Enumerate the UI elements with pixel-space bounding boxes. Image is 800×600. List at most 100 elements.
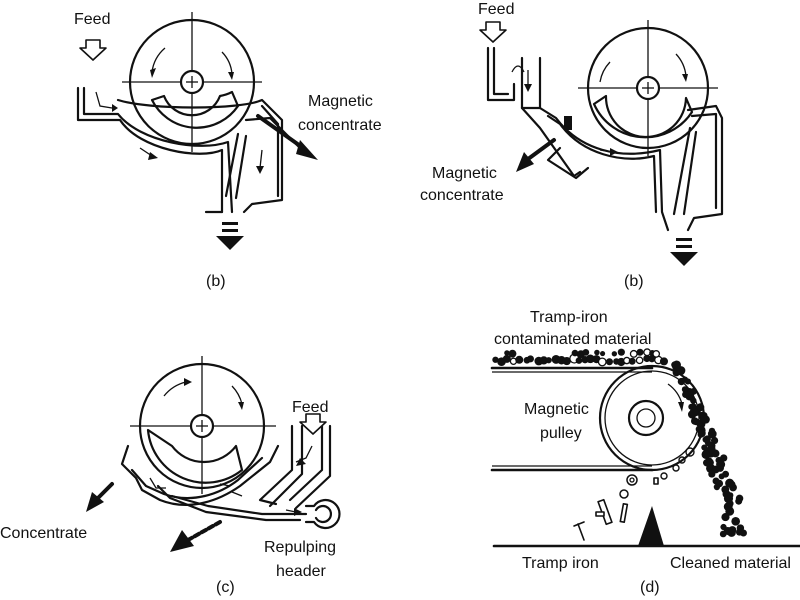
particle	[635, 356, 644, 365]
contaminated-material	[492, 348, 668, 367]
particle	[727, 492, 734, 499]
particle	[689, 407, 699, 417]
particle	[659, 357, 668, 366]
particle	[571, 349, 579, 357]
caption-top-left: (b)	[206, 273, 226, 290]
particle	[575, 357, 583, 364]
tramp-iron-pieces	[573, 447, 695, 541]
particle	[703, 435, 711, 443]
panel-bottom-right: Tramp-iron contaminated material Magneti…	[490, 309, 800, 596]
particle	[690, 397, 697, 404]
repulping-label: Repulping header	[264, 539, 341, 580]
feed-label: Feed	[292, 399, 328, 416]
particle	[629, 349, 638, 358]
particle	[690, 403, 697, 410]
concentrate-arrow	[296, 140, 318, 160]
particle	[690, 417, 699, 425]
magnet-block	[150, 90, 240, 129]
particle	[735, 494, 744, 503]
particle	[594, 349, 600, 356]
caption-top-right: (b)	[624, 273, 644, 290]
particle	[699, 414, 709, 424]
concentrate-arrow	[86, 492, 104, 512]
caption-bottom-left: (c)	[216, 579, 235, 596]
particle	[545, 357, 552, 364]
particle	[605, 358, 613, 366]
panel-top-left: Feed Magnetic concentrate (b)	[74, 11, 382, 290]
feed-arrow	[479, 21, 507, 43]
particle	[713, 483, 721, 491]
particle	[504, 350, 510, 356]
panel-bottom-left: Feed Concentrate Repulping header (c)	[0, 356, 341, 596]
particle	[582, 349, 590, 356]
tramp-iron-label: Tramp iron	[522, 555, 599, 572]
particle	[728, 526, 737, 535]
feed-channel	[258, 424, 294, 506]
pulley-label: Magnetic pulley	[524, 401, 593, 442]
particle	[600, 350, 606, 357]
particle	[508, 349, 517, 358]
splitter-wedge	[638, 506, 664, 546]
tailings-arrow	[670, 252, 698, 266]
particle	[597, 357, 607, 367]
particle	[710, 436, 719, 445]
particle	[539, 356, 548, 365]
particle	[611, 351, 618, 357]
particle	[697, 429, 706, 438]
particle	[721, 512, 730, 522]
cleaned-material-stream	[671, 360, 747, 538]
particle	[725, 478, 735, 488]
particle	[526, 355, 534, 363]
particle	[684, 378, 691, 385]
feed-box	[486, 46, 516, 102]
particle	[648, 355, 656, 363]
particle	[682, 390, 690, 399]
rotation-arrow	[151, 47, 166, 73]
particle	[617, 348, 625, 356]
particle	[708, 427, 716, 435]
panel-top-right: Feed Magnetic concentrate (b)	[420, 1, 724, 290]
pulley-hub	[627, 399, 665, 437]
caption-bottom-right: (d)	[640, 579, 660, 596]
feed-label: Feed	[478, 1, 514, 18]
magnet-block	[592, 94, 694, 139]
particle	[672, 360, 681, 370]
particle	[701, 450, 711, 459]
particle	[492, 356, 499, 363]
particle	[701, 444, 708, 451]
particle	[696, 403, 705, 412]
magnet-block	[146, 428, 244, 484]
particle	[739, 529, 747, 537]
particle	[702, 459, 711, 467]
feed-arrow	[299, 413, 327, 435]
particle	[628, 357, 636, 365]
contaminated-label: Tramp-iron contaminated material	[494, 309, 651, 348]
particle	[586, 354, 595, 364]
particle	[562, 356, 571, 366]
feed-arrow	[79, 39, 107, 61]
particle	[719, 530, 727, 538]
particle	[681, 386, 689, 393]
particle	[731, 516, 741, 526]
tailings-arrow	[170, 530, 194, 552]
particle	[652, 350, 661, 358]
particle	[690, 388, 697, 395]
particle	[502, 354, 511, 363]
particle	[721, 485, 730, 494]
concentrate-label: Concentrate	[0, 525, 87, 542]
concentrate-arrow	[516, 152, 534, 172]
concentrate-label: Magnetic concentrate	[298, 93, 382, 134]
concentrate-label: Magnetic concentrate	[420, 165, 504, 204]
particle	[515, 355, 524, 364]
particle	[716, 459, 726, 470]
feed-label: Feed	[74, 11, 110, 28]
particle	[708, 470, 716, 478]
cleaned-material-label: Cleaned material	[670, 555, 791, 572]
tank-wall	[76, 86, 224, 214]
tailings-arrow	[216, 236, 244, 250]
particle	[718, 473, 725, 480]
particle	[707, 444, 716, 454]
particle	[636, 348, 644, 356]
